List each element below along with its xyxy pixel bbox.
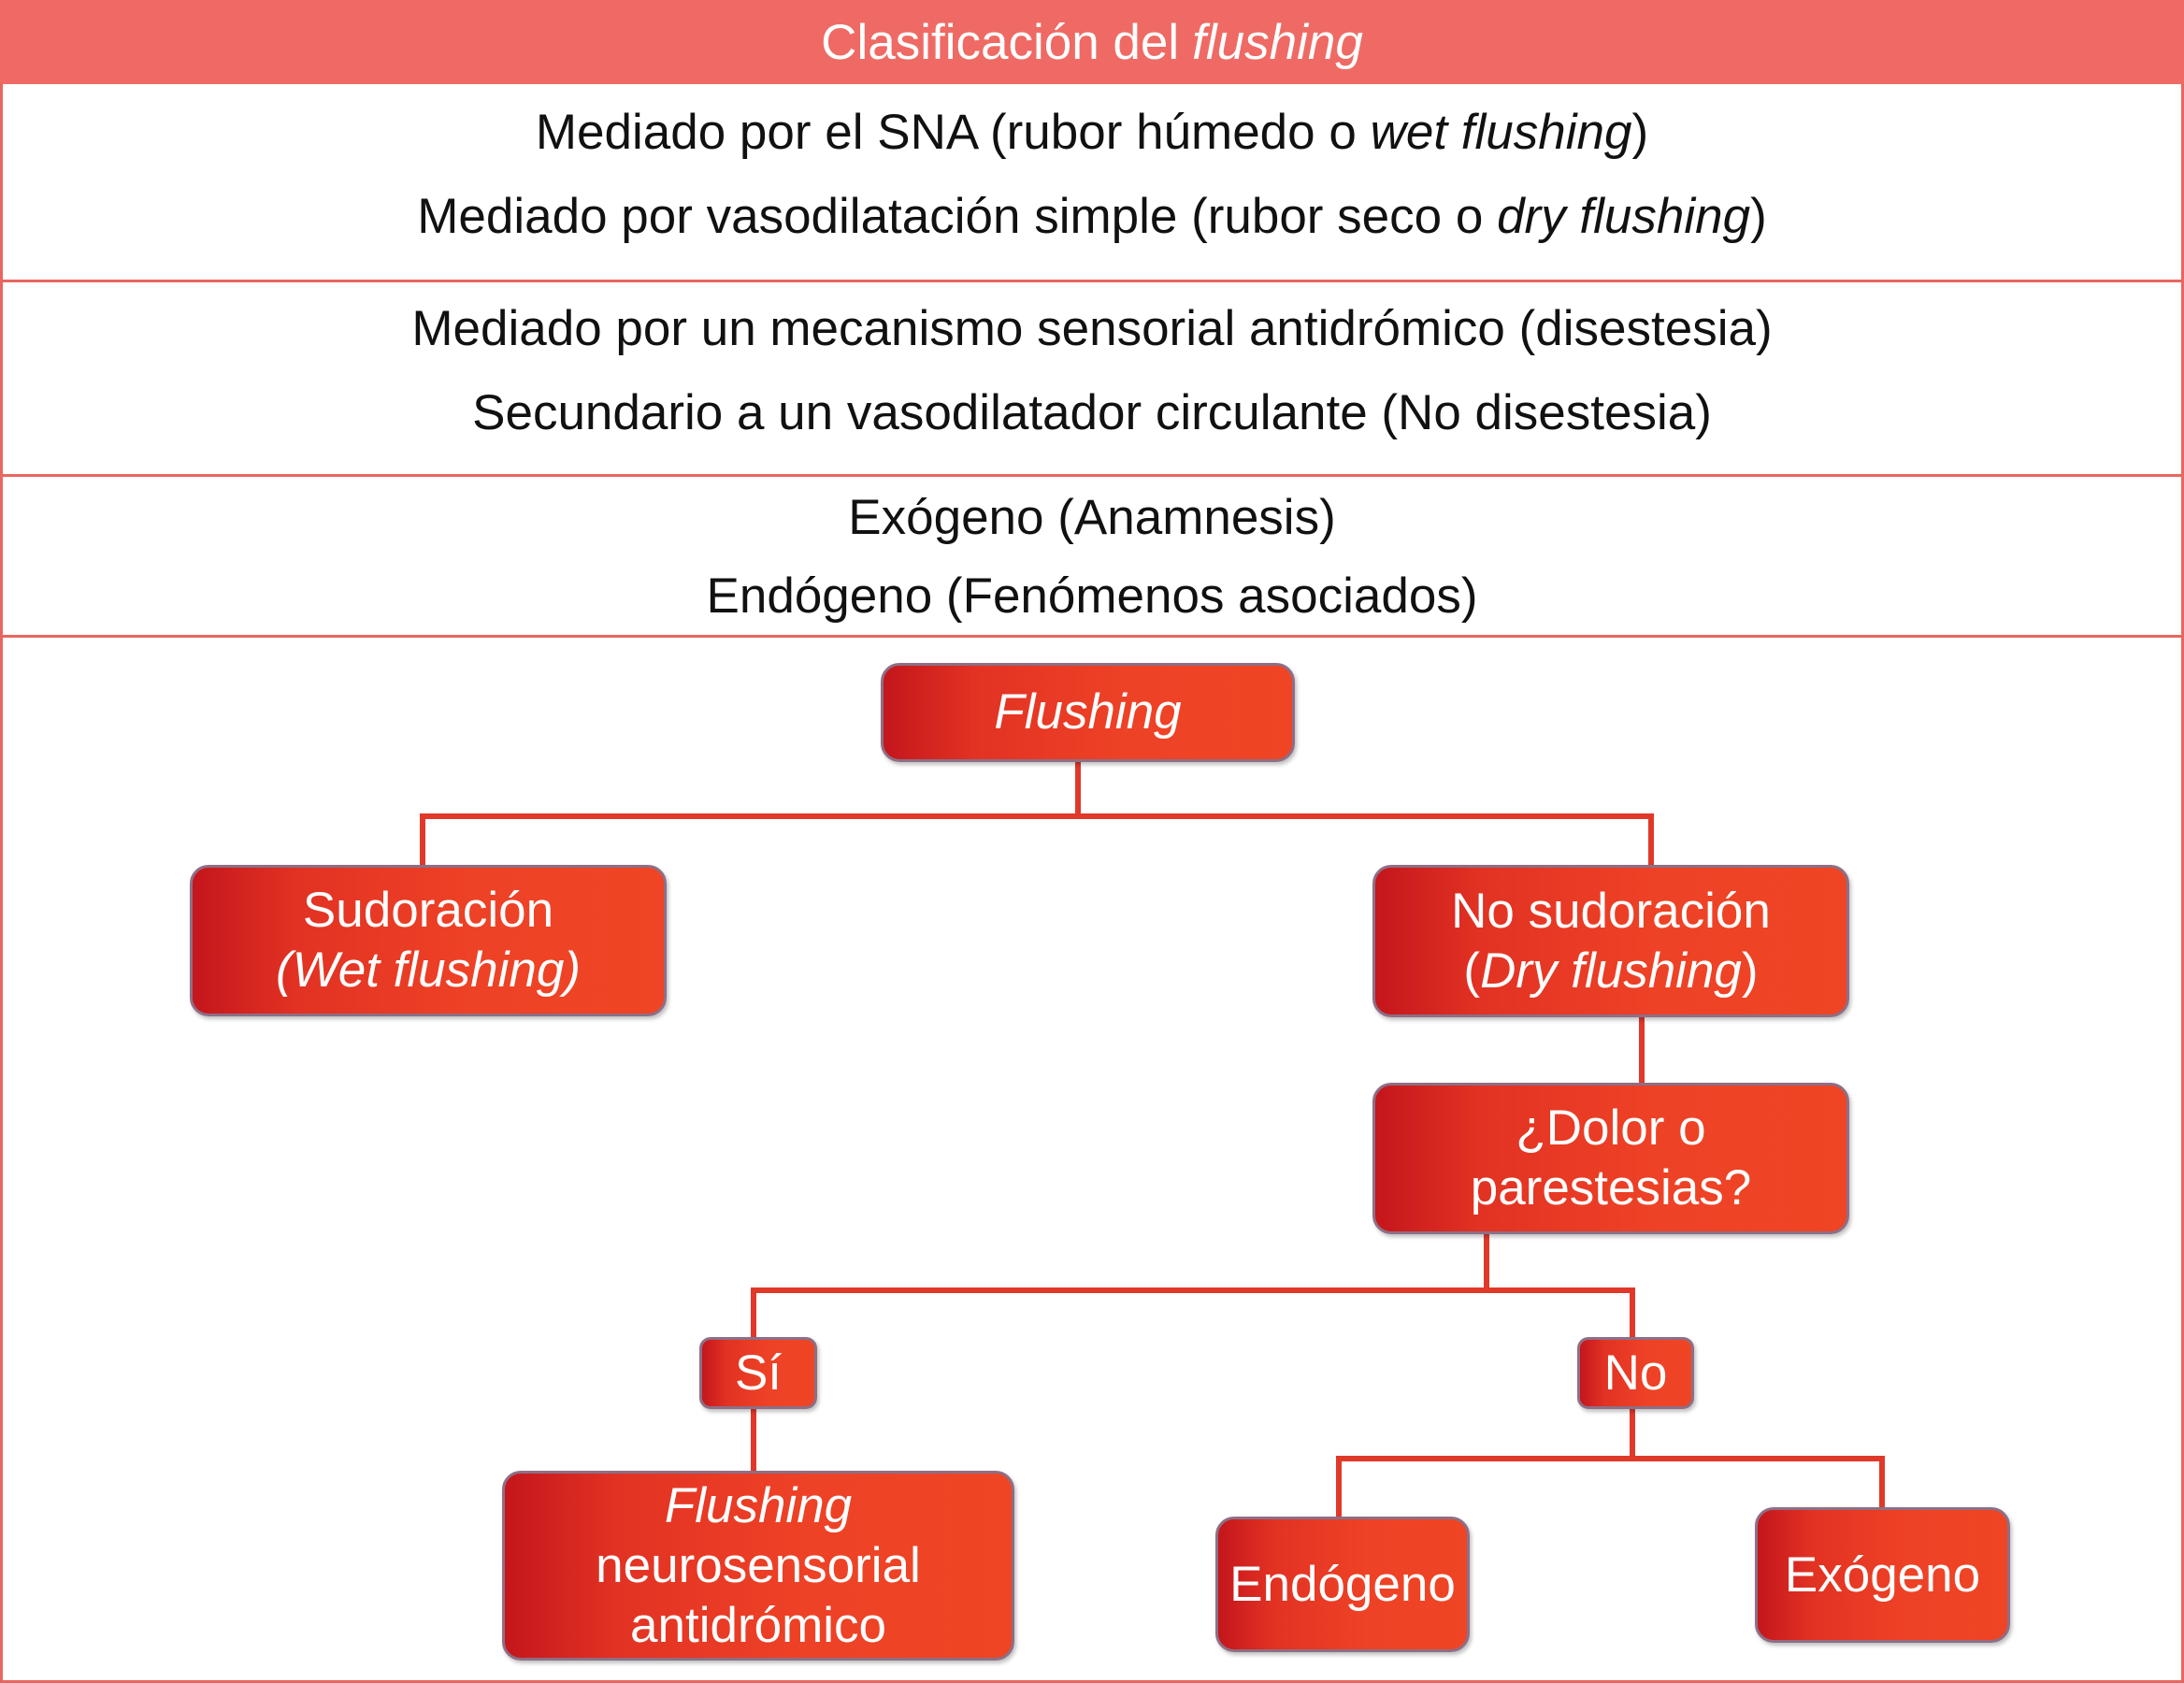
- node-neurosensorial: Flushing neurosensorial antidrómico: [502, 1471, 1014, 1661]
- node-flushing: Flushing: [881, 663, 1295, 762]
- section-3-line-2: Endógeno (Fenómenos asociados): [706, 568, 1478, 624]
- node-endogenous: Endógeno: [1215, 1517, 1470, 1652]
- node-dry-flushing: No sudoración (Dry flushing): [1372, 865, 1849, 1017]
- node-exogenous: Exógeno: [1755, 1507, 2010, 1643]
- section-2: Mediado por un mecanismo sensorial antid…: [0, 282, 2184, 477]
- table-header: Clasificación del flushing: [0, 0, 2184, 84]
- section-3-line-1: Exógeno (Anamnesis): [848, 490, 1336, 545]
- node-question: ¿Dolor o parestesias?: [1372, 1083, 1849, 1234]
- header-title: Clasificación del: [821, 14, 1180, 70]
- node-wet-flushing: Sudoración (Wet flushing): [190, 865, 667, 1016]
- header-title-italic: flushing: [1192, 14, 1363, 70]
- node-no: No: [1577, 1337, 1694, 1409]
- section-1: Mediado por el SNA (rubor húmedo o wet f…: [0, 84, 2184, 282]
- node-yes: Sí: [699, 1337, 817, 1409]
- section-2-line-1: Mediado por un mecanismo sensorial antid…: [411, 301, 1773, 356]
- section-2-line-2: Secundario a un vasodilatador circulante…: [472, 385, 1712, 440]
- section-1-line-2: Mediado por vasodilatación simple (rubor…: [417, 189, 1767, 244]
- section-3: Exógeno (Anamnesis) Endógeno (Fenómenos …: [0, 477, 2184, 638]
- section-1-line-1: Mediado por el SNA (rubor húmedo o wet f…: [535, 105, 1649, 160]
